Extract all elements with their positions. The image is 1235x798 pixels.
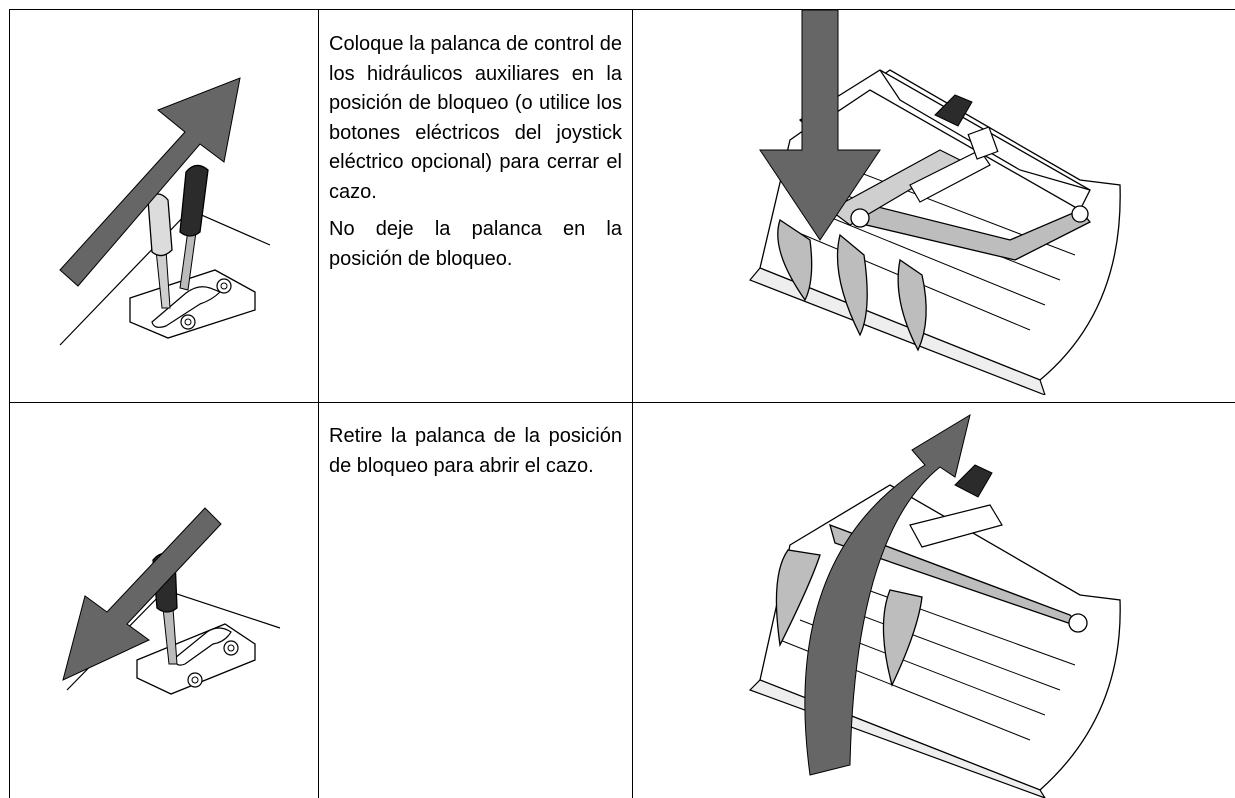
step-2-text: Retire la palanca de la posición de bloq… [329, 422, 622, 481]
grapple-bucket-opening-icon [748, 413, 1121, 798]
table-top-border [9, 9, 1235, 10]
table-row-divider [9, 402, 1235, 403]
step-1-instruction: Coloque la palanca de control de los hid… [329, 33, 622, 203]
step-2-instruction: Retire la palanca de la posición de bloq… [329, 425, 622, 477]
grapple-bucket-closing-icon [749, 10, 1121, 395]
step-1-warning: No deje la palanca en la posición de blo… [329, 218, 622, 270]
table-col-divider-1 [318, 9, 319, 798]
table-left-border [9, 9, 10, 798]
step-1-text: Coloque la palanca de control de los hid… [329, 30, 622, 274]
table-col-divider-2 [632, 9, 633, 798]
lever-unlocked-icon [62, 507, 281, 695]
lever-locked-icon [59, 77, 271, 346]
